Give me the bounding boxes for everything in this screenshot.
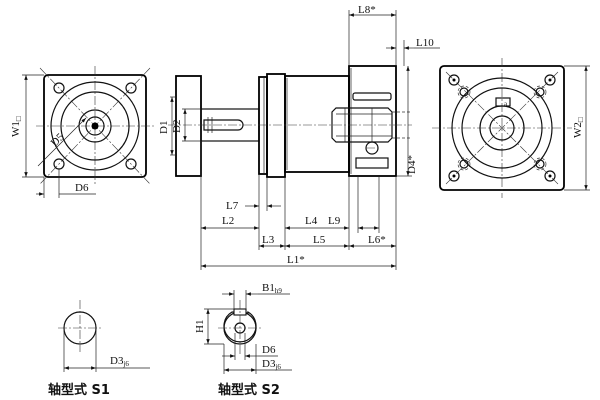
d1-label: D1 <box>158 121 170 134</box>
s1-d3-label: D3j6 <box>110 355 129 368</box>
s2-b1-label: B1h9 <box>262 282 282 295</box>
l7-label: L7 <box>226 200 239 212</box>
shaft-keyway <box>203 119 244 131</box>
motor-adapter <box>348 65 397 177</box>
s2-caption: 轴型式 S2 <box>218 382 280 398</box>
d6-label: D6 <box>75 182 89 194</box>
clamping-hub <box>331 107 393 143</box>
w1-label: W1□ <box>10 116 23 137</box>
input-flange-front-view: W1□ D5 D6 <box>10 66 154 198</box>
s2-h1-label: H1 <box>194 320 206 333</box>
l8-label: L8* <box>358 4 376 16</box>
d4-label: D4* <box>406 155 418 174</box>
l5-label: L5 <box>313 234 326 246</box>
motor-flange-view: a W2□ <box>432 58 590 198</box>
gear-housing <box>284 75 350 173</box>
l1-label: L1* <box>287 254 305 266</box>
keyway-slot <box>495 97 511 107</box>
w2-label: W2□ <box>572 117 585 138</box>
shaft-type-s1: D3j6 轴型式 S1 <box>48 300 150 398</box>
l2-label: L2 <box>222 215 234 227</box>
l4-label: L4 <box>305 215 318 227</box>
l10-label: L10 <box>416 37 434 49</box>
l6-label: L6* <box>368 234 386 246</box>
s1-caption: 轴型式 S1 <box>48 382 110 398</box>
bolt-hole <box>125 82 137 94</box>
s2-d3-label: D3j6 <box>262 358 281 371</box>
l3-label: L3 <box>262 234 275 246</box>
bolt-hole <box>125 158 137 170</box>
d2-label: D2 <box>171 120 183 133</box>
gearbox-side-view: D1 D2 L8* L10 D4* L7 L2 <box>158 4 440 270</box>
l9-label: L9 <box>328 215 341 227</box>
shaft-type-s2: B1h9 H1 D6 D3j6 轴型式 S2 <box>194 282 292 398</box>
s2-shaft-section <box>223 310 257 343</box>
keyway-mark: a <box>504 100 508 108</box>
s2-d6-label: D6 <box>262 344 276 356</box>
bolt-hole <box>53 82 65 94</box>
